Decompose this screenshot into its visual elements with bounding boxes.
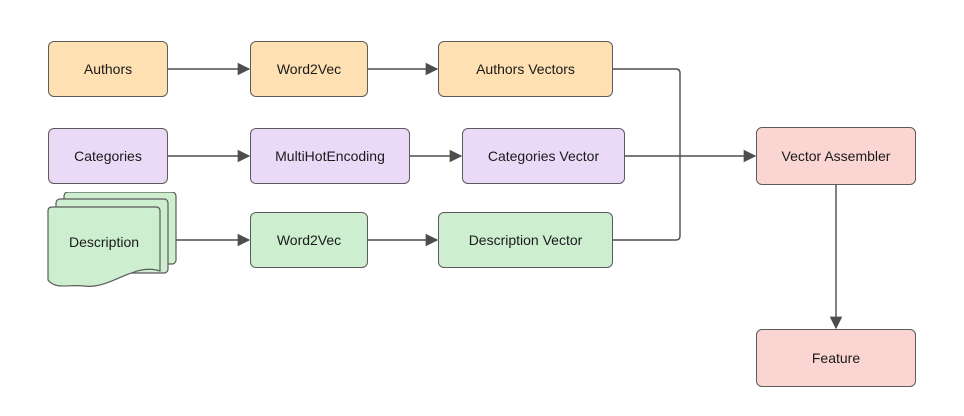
node-word2vec-description[interactable]: Word2Vec	[250, 212, 368, 268]
node-label: Categories	[74, 148, 142, 164]
node-label: Word2Vec	[276, 61, 342, 77]
node-label: Word2Vec	[276, 232, 342, 248]
node-label: Categories Vector	[487, 148, 600, 164]
node-authors[interactable]: Authors	[48, 41, 168, 97]
node-authors-vectors[interactable]: Authors Vectors	[438, 41, 613, 97]
node-label: Feature	[811, 350, 861, 366]
document-stack-icon	[47, 192, 177, 287]
node-feature[interactable]: Feature	[756, 329, 916, 387]
node-label: Vector Assembler	[781, 148, 891, 164]
edge-description-vector-to-junction	[613, 156, 681, 241]
node-description[interactable]: Description	[46, 192, 180, 294]
node-multihotencoding[interactable]: MultiHotEncoding	[250, 128, 410, 184]
node-categories-vector[interactable]: Categories Vector	[462, 128, 625, 184]
node-label: Description Vector	[468, 232, 583, 248]
node-vector-assembler[interactable]: Vector Assembler	[756, 127, 916, 185]
node-label: Authors Vectors	[476, 61, 575, 77]
node-description-vector[interactable]: Description Vector	[438, 212, 613, 268]
node-word2vec-authors[interactable]: Word2Vec	[250, 41, 368, 97]
edge-authors-vectors-to-junction	[613, 68, 681, 156]
node-categories[interactable]: Categories	[48, 128, 168, 184]
node-label: Description	[68, 234, 140, 250]
node-label: MultiHotEncoding	[275, 148, 385, 164]
node-label: Authors	[83, 61, 133, 77]
